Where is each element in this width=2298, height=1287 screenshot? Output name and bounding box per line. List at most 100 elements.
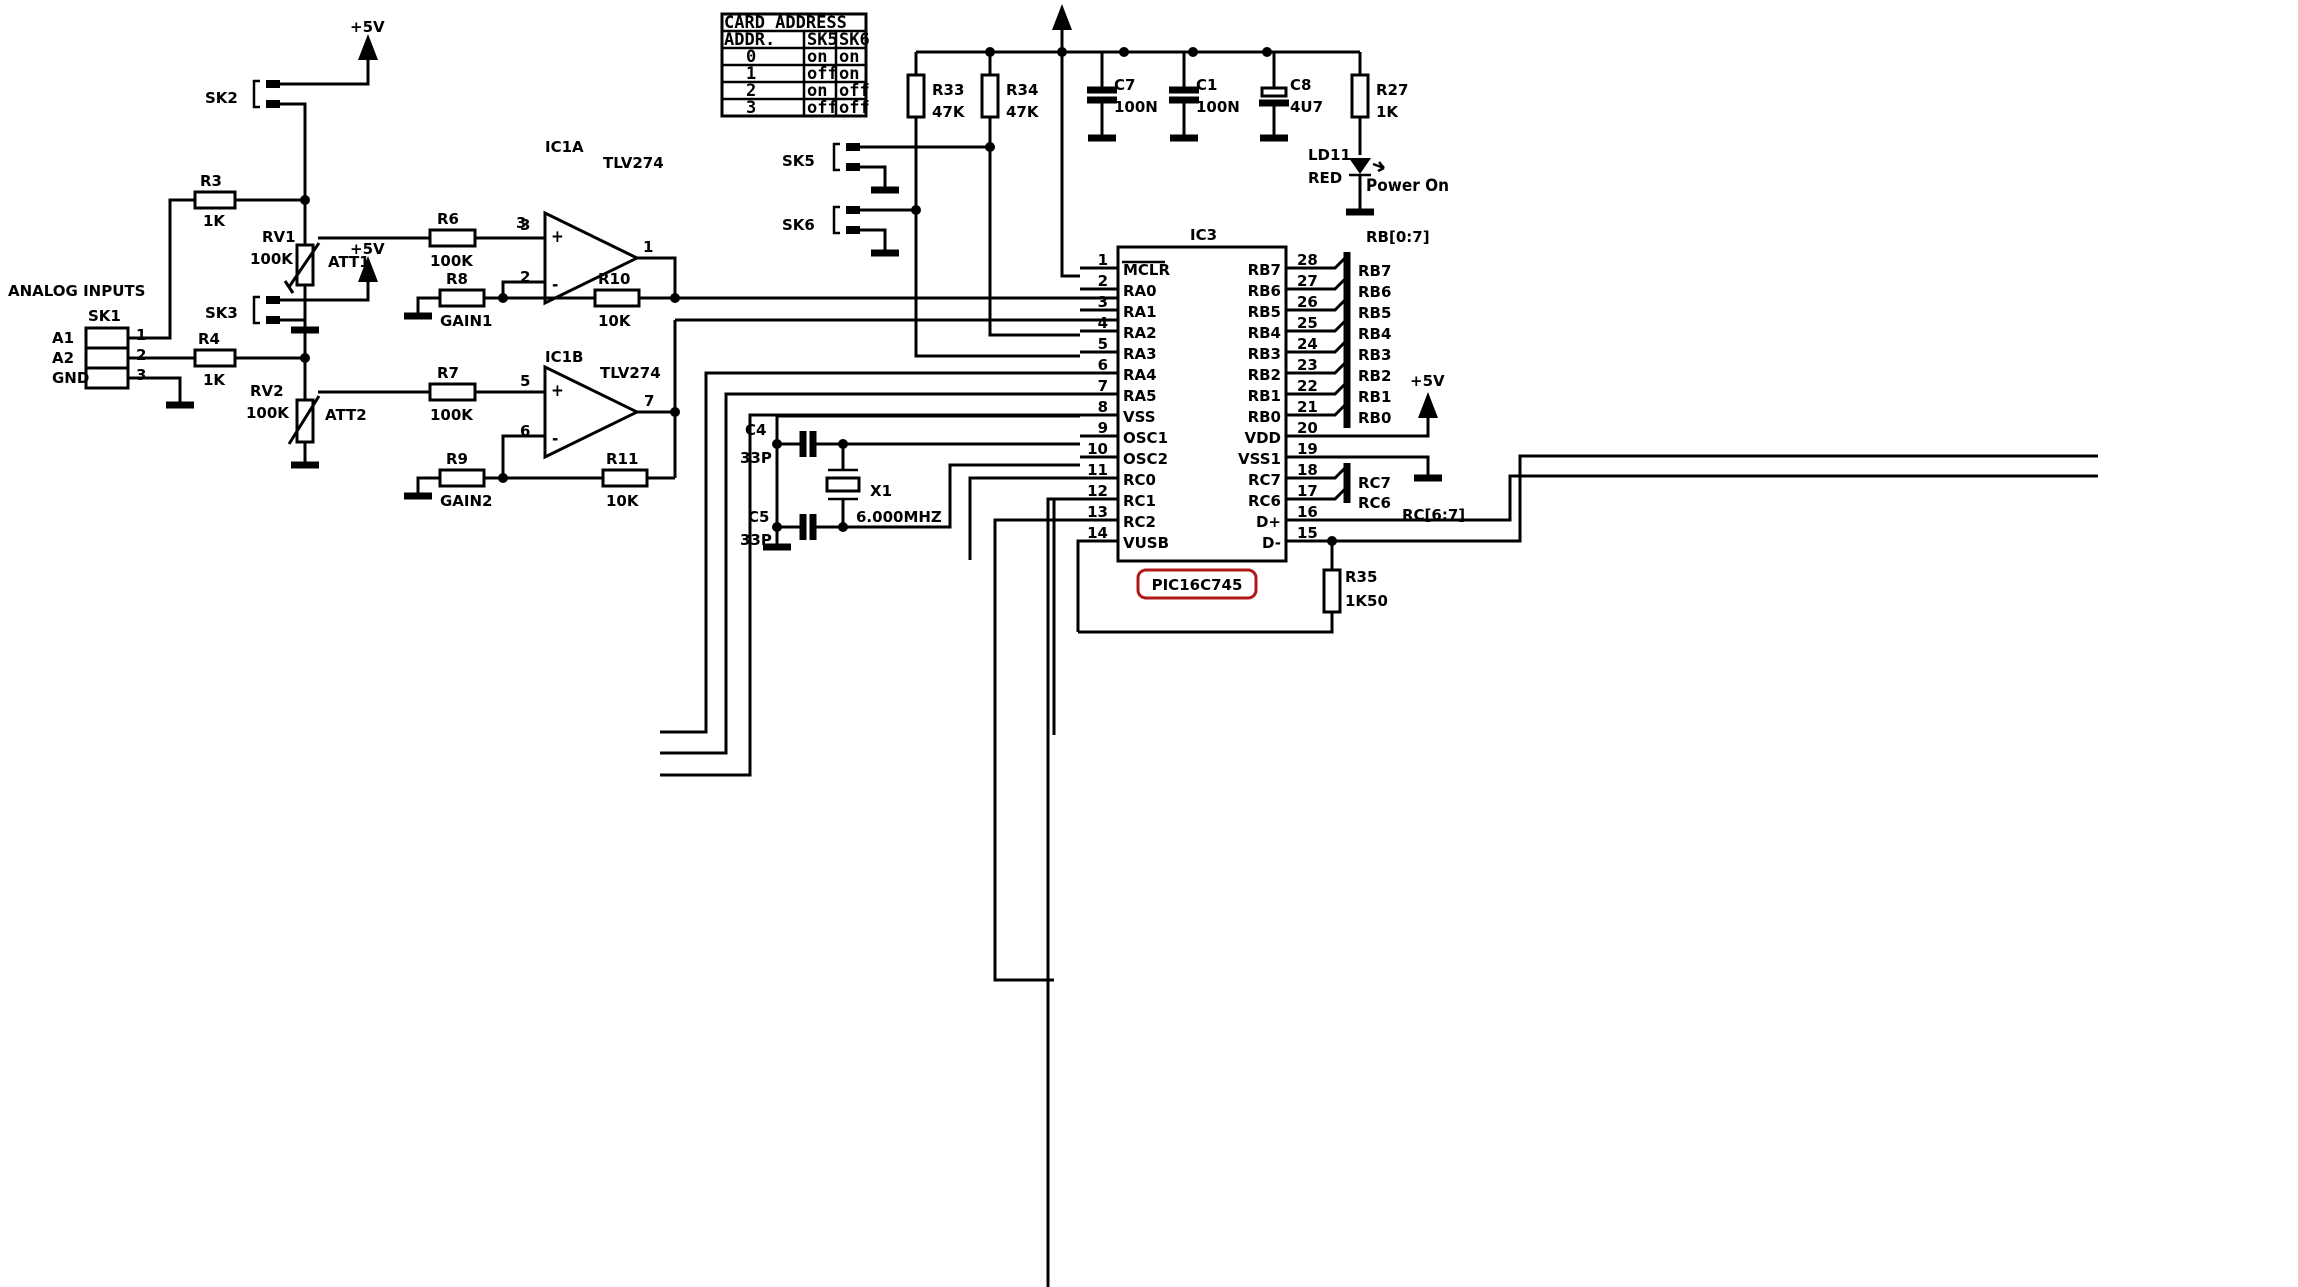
pin-name: RB0 [1248, 408, 1281, 426]
pin-name: RA4 [1123, 366, 1157, 384]
connector-pin-name: A2 [52, 349, 74, 367]
resistor [980, 73, 1000, 119]
wire [775, 499, 803, 529]
pin-name: RA1 [1123, 303, 1157, 321]
wire [660, 371, 1080, 734]
wire [1078, 612, 1334, 634]
pin-name: RB2 [1248, 366, 1281, 384]
jumper-icon [252, 79, 280, 109]
ic1a-part: TLV274 [603, 154, 664, 172]
r10-ref: R10 [598, 270, 630, 288]
bus-tap [1325, 361, 1347, 375]
table-cell: 1 [746, 64, 756, 84]
junction-dot [911, 205, 921, 215]
pin-number: 14 [1087, 524, 1108, 542]
jumper-bracket [832, 142, 840, 172]
pin-number: 1 [643, 238, 653, 256]
ld11-val: RED [1308, 169, 1342, 187]
r33-val: 47K [932, 103, 966, 121]
r6-val: 100K [430, 252, 474, 270]
pin-number: 21 [1297, 398, 1318, 416]
sk5-label: SK5 [782, 152, 815, 170]
table-cell: 3 [746, 98, 756, 118]
pin-name: D- [1262, 534, 1281, 552]
wire [993, 518, 1080, 982]
table-cell: 2 [746, 81, 756, 101]
pin-number: 3 [520, 216, 530, 234]
vcc-arrow-icon [1418, 392, 1438, 418]
r35-val: 1K50 [1345, 592, 1388, 610]
c4-ref: C4 [745, 421, 766, 439]
rb-bus-signal: RB0 [1358, 409, 1391, 427]
table-cell: off [807, 64, 838, 84]
resistor [193, 348, 237, 368]
ic3-pic16c745: IC31MCLR2RA03RA14RA25RA36RA47RA58VSS9OSC… [1078, 226, 2098, 634]
wire [660, 392, 1080, 755]
connector-pin-cell [84, 366, 130, 390]
sk6-label: SK6 [782, 216, 815, 234]
r35-ref: R35 [1345, 568, 1377, 586]
pin-number: 6 [520, 422, 530, 440]
r9-ref: R9 [446, 450, 468, 468]
pin-name: RC0 [1123, 471, 1156, 489]
vcc-arrow-icon [358, 34, 378, 60]
led-icon [1349, 158, 1371, 174]
pin-name: RC1 [1123, 492, 1156, 510]
ic3-part-box [1136, 568, 1258, 600]
pin-name: VSS [1123, 408, 1156, 426]
pin-number: 12 [1087, 482, 1108, 500]
r27-val: 1K [1376, 103, 1399, 121]
pin-number: 13 [1087, 503, 1108, 521]
rb-bus-signal: RB7 [1358, 262, 1391, 280]
ic3-left-routing [660, 371, 1080, 1287]
junction-dot [1188, 47, 1198, 57]
pin-number: 3 [1098, 293, 1108, 311]
pin-number: 1 [1098, 251, 1108, 269]
table-cell: off [807, 98, 838, 118]
bus-tap [1325, 319, 1347, 333]
r4-val: 1K [203, 371, 226, 389]
pin-number: 15 [1297, 524, 1318, 542]
pin-name: VDD [1244, 429, 1281, 447]
wire [914, 117, 1080, 358]
plus-sign: + [551, 227, 564, 247]
pin-name: RB3 [1248, 345, 1281, 363]
pin-number: 25 [1297, 314, 1318, 332]
pot-arrow [287, 395, 321, 445]
r33-ref: R33 [932, 81, 964, 99]
wire [1325, 455, 1430, 478]
wire [1325, 474, 2098, 522]
pin-number: 9 [1098, 419, 1108, 437]
opamp-icon [543, 364, 641, 460]
connector-pin-name: A1 [52, 329, 74, 347]
table-cell: on [807, 47, 827, 67]
junction-dot [670, 293, 680, 303]
pin-name: D+ [1256, 513, 1281, 531]
pin-name: RA0 [1123, 282, 1157, 300]
bus-tap [1325, 487, 1347, 501]
jumper-pin [846, 163, 860, 171]
table-cell: on [839, 64, 859, 84]
pin-number: 5 [1098, 335, 1108, 353]
pot-tick [283, 280, 295, 294]
connector-pin-cell [84, 346, 130, 370]
pin-name: RA5 [1123, 387, 1157, 405]
pin-number: 7 [644, 392, 654, 410]
sk1-label: SK1 [88, 307, 121, 325]
gain2-label: GAIN2 [440, 492, 493, 510]
gain1-label: GAIN1 [440, 312, 493, 330]
ic1a-ref: IC1A [545, 138, 584, 156]
vcc-arrow-icon [358, 256, 378, 282]
c8-ref: C8 [1290, 76, 1311, 94]
wire [843, 463, 1080, 529]
wire [501, 280, 545, 298]
att2-label: ATT2 [325, 406, 367, 424]
pin-name: VSS1 [1238, 450, 1281, 468]
c7-val: 100N [1114, 98, 1158, 116]
sk3-label: SK3 [205, 304, 238, 322]
